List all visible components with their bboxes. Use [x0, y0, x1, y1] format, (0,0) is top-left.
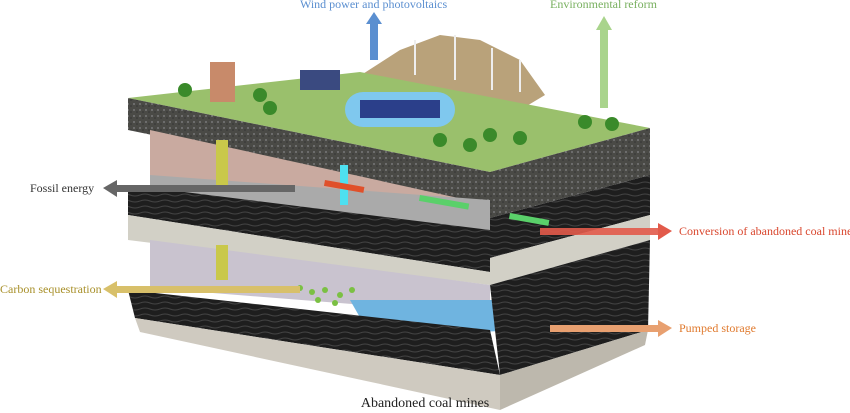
label-conversion: Conversion of abandoned coal mines [679, 224, 850, 238]
red-tank [323, 180, 365, 193]
light-rock-layer [128, 215, 490, 285]
label-environmental-reform: Environmental reform [550, 0, 657, 11]
pumped-arrow [550, 320, 672, 337]
wind-turbines [414, 35, 521, 92]
coal-seam-1 [128, 185, 490, 272]
right-face-coal-2 [490, 240, 650, 375]
label-fossil-energy: Fossil energy [30, 181, 95, 195]
coal-seam-2 [128, 290, 500, 375]
building [210, 62, 235, 102]
environment-arrow [596, 16, 612, 108]
right-face-rock [490, 128, 650, 218]
label-carbon-sequestration: Carbon sequestration [0, 282, 102, 296]
green-particles [297, 285, 355, 306]
trees [178, 83, 619, 152]
conversion-arrow [540, 223, 672, 240]
bottom-layer [135, 318, 500, 410]
caption: Abandoned coal mines [360, 396, 490, 411]
power-plant [300, 70, 340, 90]
label-wind-power: Wind power and photovoltaics [300, 0, 448, 11]
wind-arrow [366, 12, 382, 60]
green-tank [508, 213, 550, 226]
solar-array [360, 100, 440, 118]
label-pumped-storage: Pumped storage [679, 321, 756, 335]
right-face-bottom [500, 330, 648, 410]
fossil-arrow [103, 180, 295, 197]
rock-layer-top [128, 98, 490, 205]
lower-cavity [150, 240, 490, 315]
carbon-arrow [103, 281, 300, 298]
shaft [216, 245, 228, 280]
shaft [216, 140, 228, 185]
green-tank [418, 195, 470, 210]
right-face-coal [490, 175, 650, 258]
